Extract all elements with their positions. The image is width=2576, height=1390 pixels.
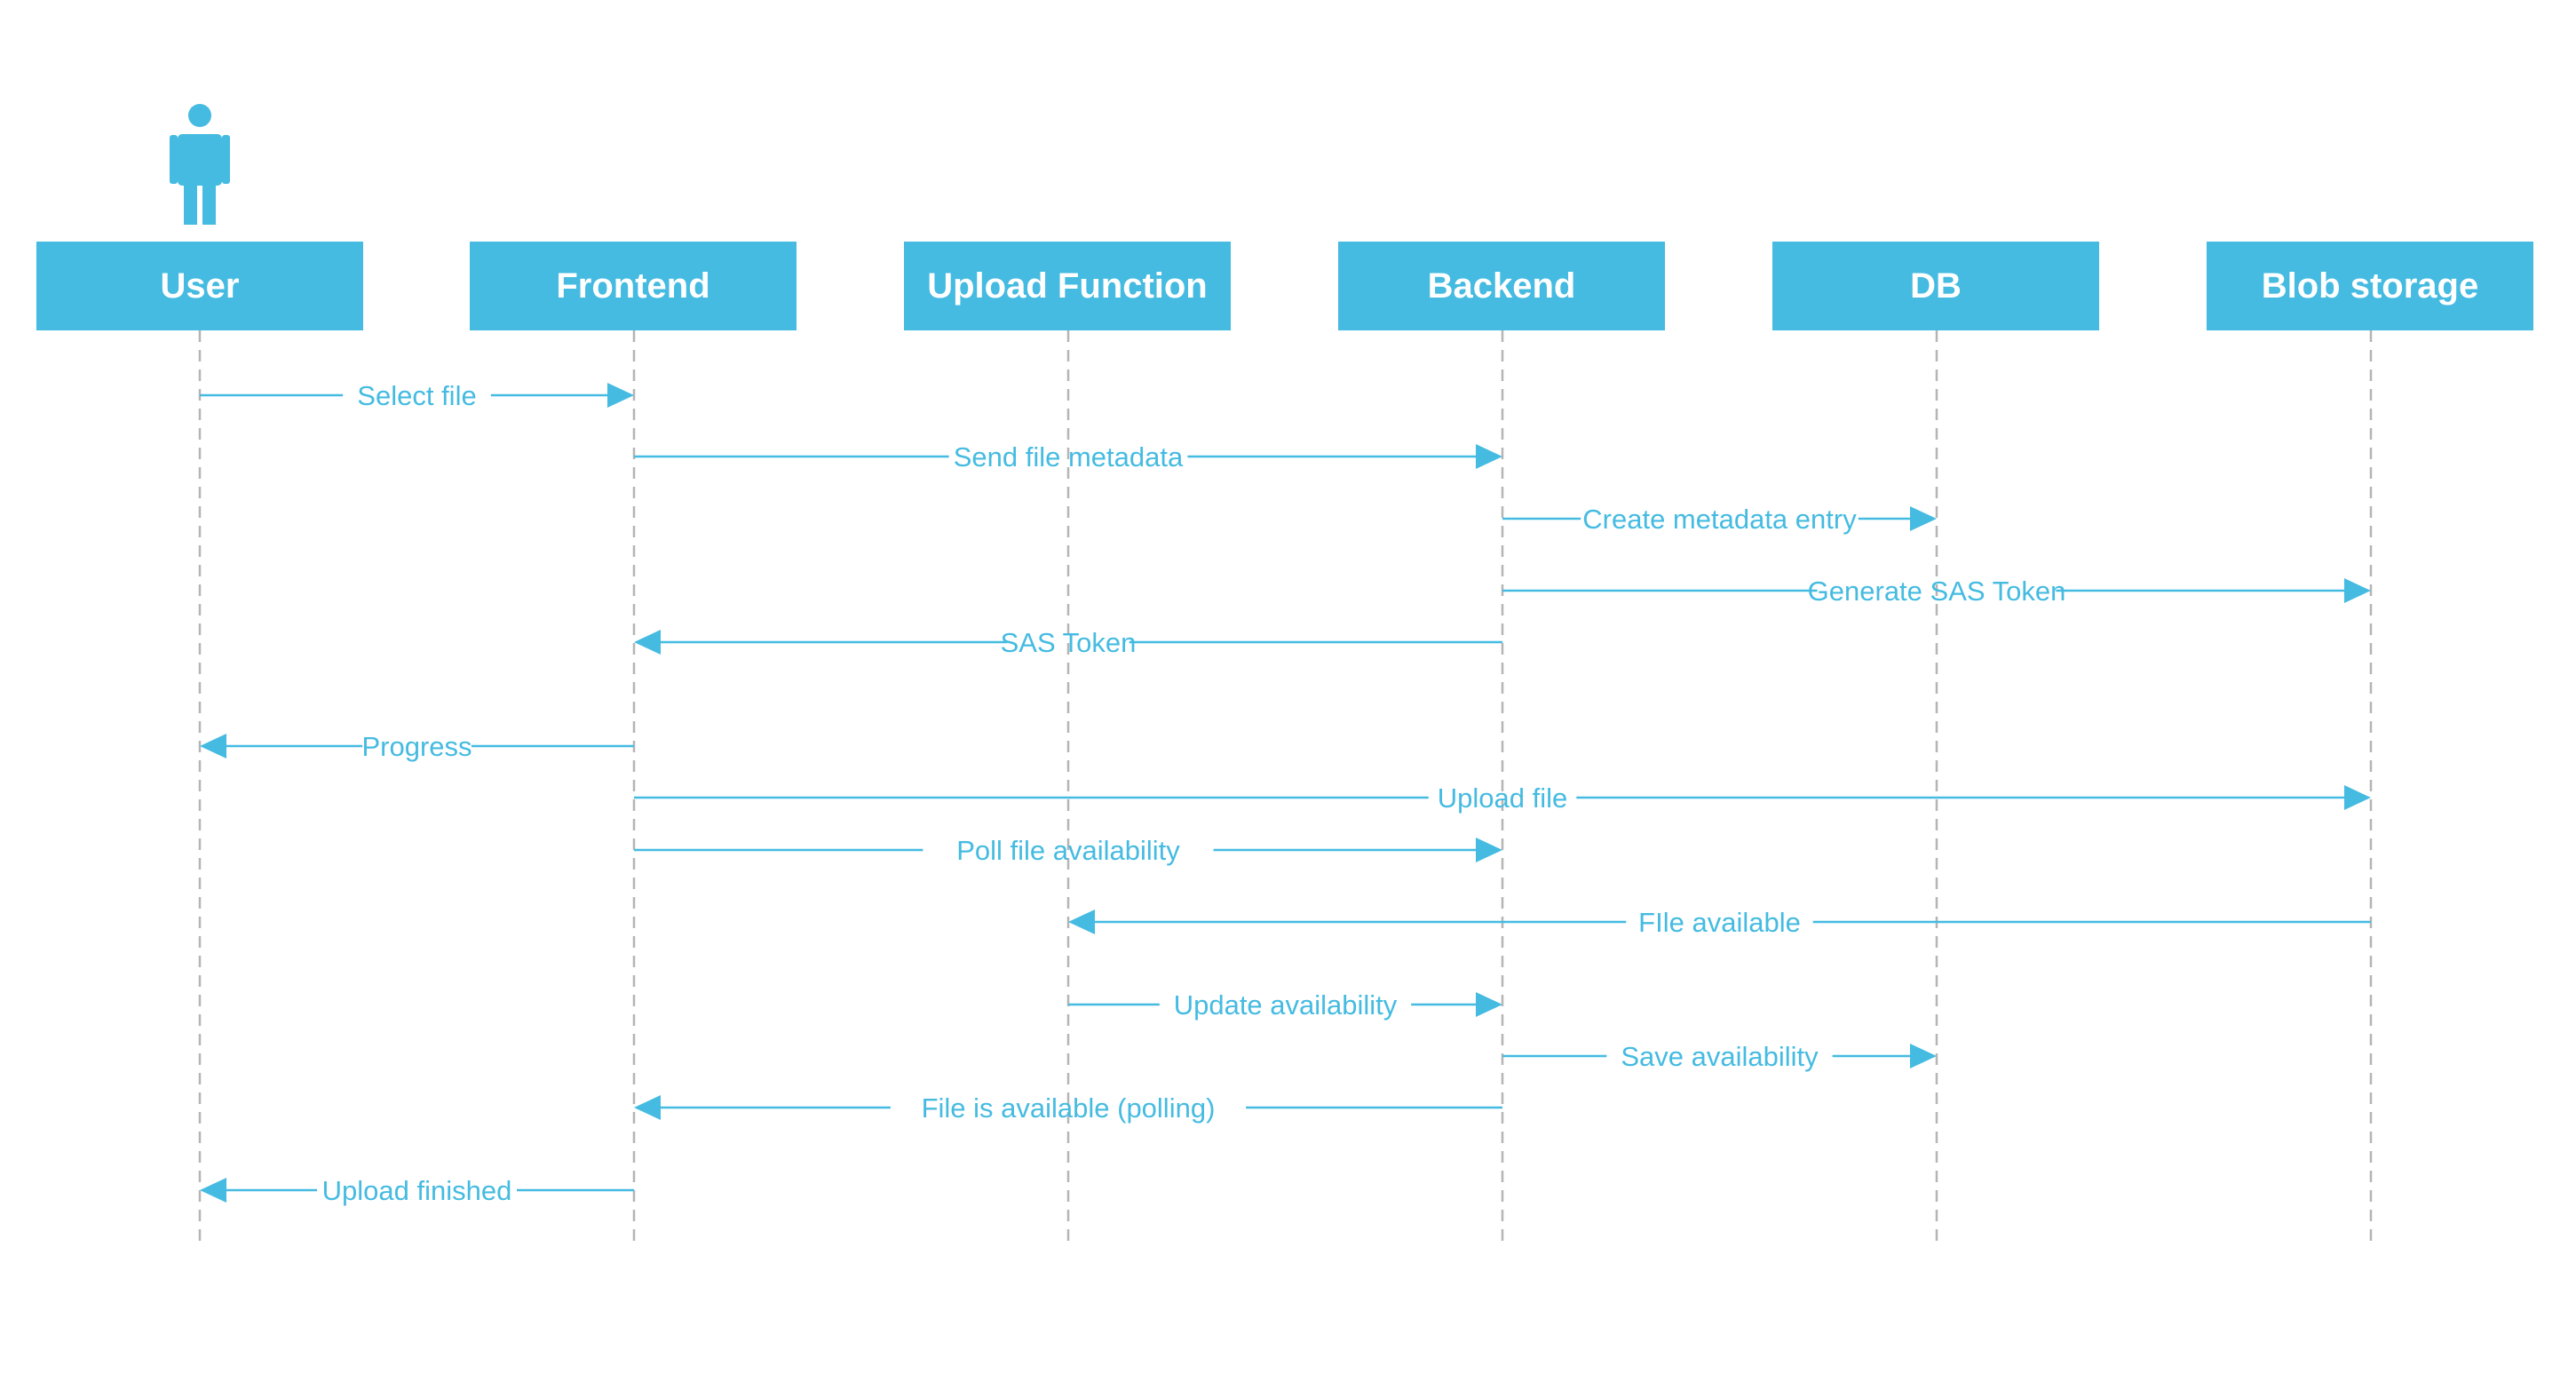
message-label: File is available (polling) [922, 1092, 1216, 1124]
participant-user[interactable]: User [36, 242, 363, 330]
message-label: Select file [357, 380, 476, 411]
arrowhead-icon [1910, 1044, 1937, 1068]
participant-upload-function[interactable]: Upload Function [904, 242, 1231, 330]
message-label: Poll file availability [956, 835, 1180, 866]
arrowhead-icon [1068, 909, 1095, 934]
message-arrow: Select file [200, 380, 634, 411]
message-label: Create metadata entry [1582, 504, 1857, 535]
message-arrow: Save availability [1502, 1041, 1937, 1072]
participant-blob-storage[interactable]: Blob storage [2207, 242, 2533, 330]
message-arrow: Upload file [634, 782, 2371, 814]
arrowhead-icon [200, 1178, 226, 1203]
message-arrow: File is available (polling) [634, 1092, 1502, 1124]
arrowhead-icon [1476, 838, 1502, 862]
message-label: Save availability [1621, 1041, 1819, 1072]
participant-backend[interactable]: Backend [1338, 242, 1665, 330]
arrowhead-icon [634, 630, 661, 655]
message-arrow: SAS Token [634, 627, 1502, 658]
message-label: Send file metadata [954, 441, 1184, 473]
message-arrow: Generate SAS Token [1502, 576, 2371, 607]
message-arrow: Progress [200, 731, 634, 762]
participant-db[interactable]: DB [1772, 242, 2099, 330]
message-label: Upload file [1438, 782, 1567, 814]
message-arrow: FIle available [1068, 907, 2371, 938]
message-label: Update availability [1174, 989, 1398, 1021]
arrowhead-icon [634, 1095, 661, 1120]
message-arrow: Upload finished [200, 1175, 634, 1206]
message-arrow: Send file metadata [634, 441, 1502, 473]
message-label: Progress [361, 731, 472, 762]
arrowhead-icon [2344, 578, 2371, 603]
message-label: Generate SAS Token [1808, 576, 2066, 607]
user-figure-icon [170, 104, 230, 225]
arrowhead-icon [607, 383, 634, 408]
arrowhead-icon [1476, 992, 1502, 1017]
arrowhead-icon [200, 734, 226, 759]
arrowhead-icon [1910, 506, 1937, 531]
message-arrow: Update availability [1068, 989, 1502, 1021]
message-label: SAS Token [1001, 627, 1137, 658]
message-label: FIle available [1638, 907, 1801, 938]
message-arrow: Poll file availability [634, 835, 1502, 866]
message-label: Upload finished [322, 1175, 512, 1206]
arrowhead-icon [1476, 444, 1502, 469]
participant-frontend[interactable]: Frontend [470, 242, 797, 330]
message-arrow: Create metadata entry [1502, 504, 1937, 535]
arrowhead-icon [2344, 785, 2371, 810]
lifelines [198, 330, 2373, 1245]
